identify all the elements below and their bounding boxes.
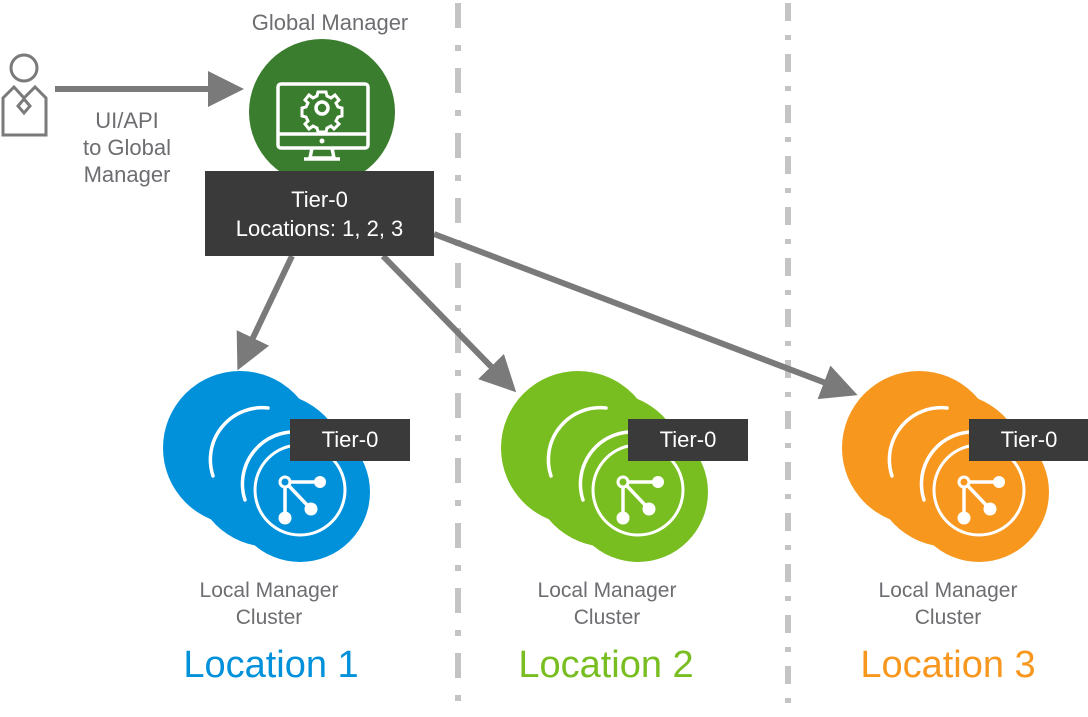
cluster-label-line1: Local Manager — [878, 579, 1018, 602]
arrow-to-location-3 — [432, 231, 858, 400]
tier0-badge-location-1: Tier-0 — [290, 419, 410, 461]
local-manager-cluster-3 — [840, 369, 1051, 564]
local-manager-cluster-2 — [499, 369, 710, 564]
ui-api-label-line2: to Global — [82, 135, 172, 160]
location-1-title: Location 1 — [183, 644, 359, 686]
cluster-label-line2: Cluster — [573, 606, 641, 629]
local-manager-cluster-label-3: Local Manager Cluster — [838, 577, 1058, 631]
location-2-title: Location 2 — [518, 644, 694, 686]
cluster-label-line1: Local Manager — [199, 579, 339, 602]
ui-api-label-line3: Manager — [83, 162, 171, 187]
ui-api-label: UI/API to Global Manager — [52, 107, 202, 188]
tier0-badge-location-3: Tier-0 — [969, 419, 1088, 461]
cluster-label-line2: Cluster — [914, 606, 982, 629]
local-manager-cluster-1 — [161, 369, 372, 564]
global-manager-tier0-box: Tier-0 Locations: 1, 2, 3 — [205, 171, 434, 256]
local-manager-cluster-label-2: Local Manager Cluster — [497, 577, 717, 631]
gm-locations-label: Locations: 1, 2, 3 — [235, 216, 404, 241]
location-3-title: Location 3 — [860, 644, 1036, 686]
tier0-badge-location-2: Tier-0 — [628, 419, 748, 461]
monitor-gear-icon — [276, 82, 370, 161]
local-manager-cluster-label-1: Local Manager Cluster — [159, 577, 379, 631]
gm-tier-label: Tier-0 — [291, 187, 348, 212]
cluster-label-line2: Cluster — [235, 606, 303, 629]
arrow-to-location-1 — [236, 254, 295, 371]
global-manager-node — [249, 39, 395, 185]
cluster-label-line1: Local Manager — [537, 579, 677, 602]
arrow-to-location-2 — [380, 253, 517, 393]
user-icon — [1, 53, 48, 137]
ui-api-label-line1: UI/API — [95, 108, 159, 133]
global-manager-title: Global Manager — [251, 10, 409, 35]
